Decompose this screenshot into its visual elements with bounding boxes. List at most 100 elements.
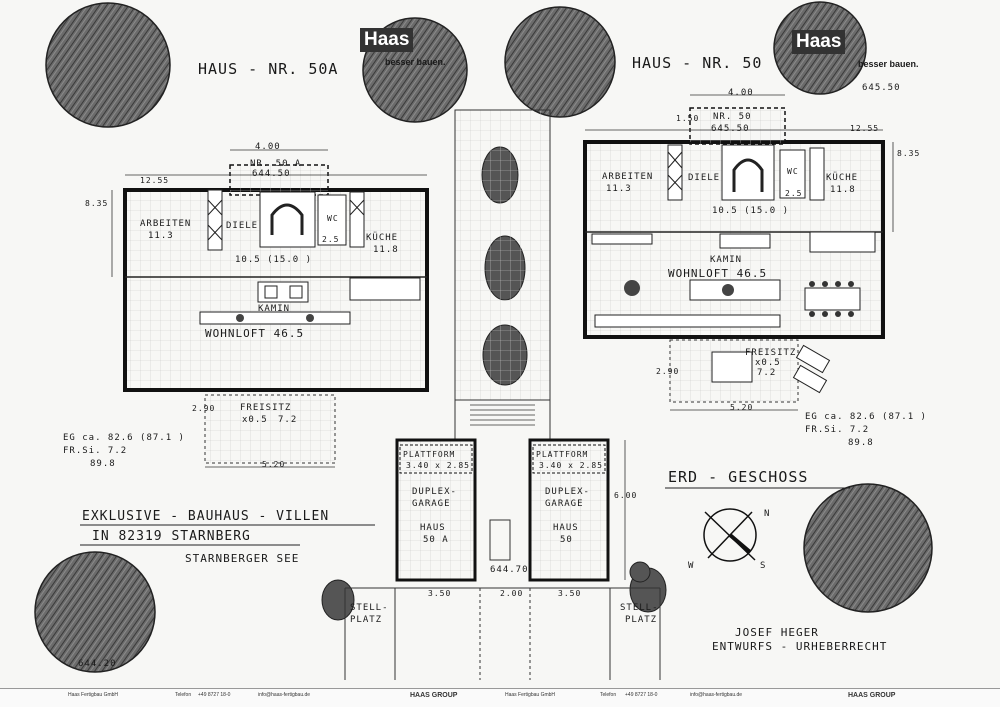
house-b-stair-area: 10.5 (15.0 ) [712,206,790,216]
house-a-stair-area: 10.5 (15.0 ) [235,255,313,265]
house-b-plan [583,107,885,403]
house-a-title: HAUS - NR. 50A [198,60,339,78]
compass-west: W [688,561,695,571]
house-a-width-main: 12.55 [140,176,170,185]
author-name: JOSEF HEGER [735,626,819,639]
footer-company-left: Haas Fertigbau GmbH [68,692,119,698]
house-a-freisitz-total: FR.Si. 7.2 [63,446,128,456]
house-a-width-top: 4.00 [255,142,281,152]
house-b-room-arbeiten-area: 11.3 [606,184,632,194]
garages [395,438,610,582]
house-b-room-kueche: KÜCHE [826,173,859,183]
house-a-entry-level: 644.50 [252,169,291,179]
stellplatz-b-line2: PLATZ [625,615,658,625]
stellplatz-a-line1: STELL- [350,603,389,613]
footer-company-right: Haas Fertigbau GmbH [505,692,556,698]
logo-tagline-right: besser bauen. [858,59,919,69]
title-underlines [80,487,850,546]
footer-phone-label-right: Telefon [600,692,617,698]
house-a-room-kueche: KÜCHE [366,233,399,243]
house-b-depth: 8.35 [897,149,921,158]
dim-350-left: 3.50 [428,589,452,598]
house-a-depth: 8.35 [85,199,109,208]
house-b-eg-area: EG ca. 82.6 (87.1 ) [805,412,927,422]
compass-south: S [760,561,767,571]
house-b-width-main: 12.55 [850,124,880,133]
haas-wordmark-right: Haas [792,30,846,54]
house-b-freisitz-depth: 2.90 [656,367,680,376]
house-a-room-kueche-area: 11.8 [373,245,399,255]
house-b-room-kueche-area: 11.8 [830,185,856,195]
house-b-total-area: 89.8 [848,438,874,448]
footer-group-left: HAAS GROUP [410,692,458,699]
footer-phone-label-left: Telefon [175,692,192,698]
level-bottom-left: 644.20 [78,659,117,669]
footer-email-right: info@haas-fertigbau.de [690,692,743,698]
garage-b-platform-dim: 3.40 x 2.85 [539,461,603,470]
level-center: 644.70 [490,565,529,575]
haas-wordmark: Haas [360,28,414,52]
garage-b-type-2: GARAGE [545,499,584,509]
house-b-freisitz-area: 7.2 [757,368,777,378]
stellplatz-a-line2: PLATZ [350,615,383,625]
garage-b-house-1: HAUS [553,523,579,533]
tree-bottom-right [803,483,933,613]
house-a-entry-label: NR. 50 A [250,159,302,169]
house-a-room-kamin: KAMIN [258,304,291,314]
house-a-room-wc-area: 2.5 [322,235,340,244]
garage-a-platform: PLATTFORM [403,450,456,459]
house-b-entry-label: NR. 50 [713,112,752,122]
house-a-freisitz-width: 5.20 [262,460,286,469]
tree-bottom-left [34,551,156,673]
project-title-line2: IN 82319 STARNBERG [92,529,251,544]
footer-group-right: HAAS GROUP [848,692,896,699]
footer-phone-right: +49 8727 18-0 [625,692,658,698]
compass-north: N [764,509,771,519]
garage-b-house-2: 50 [560,535,573,545]
house-a-total-area: 89.8 [90,459,116,469]
parking-lines [344,587,661,680]
garage-a-house-1: HAUS [420,523,446,533]
house-b-room-wohnloft: WOHNLOFT 46.5 [668,267,768,280]
house-a-room-arbeiten: ARBEITEN [140,219,192,229]
logo-tagline-left: besser bauen. [385,57,446,67]
central-path [454,109,551,580]
house-a-room-arbeiten-area: 11.3 [148,231,174,241]
author-copyright: ENTWURFS - URHEBERRECHT [712,640,888,653]
garage-b-type-1: DUPLEX- [545,487,590,497]
garage-a-platform-dim: 3.40 x 2.85 [406,461,470,470]
garage-b-platform: PLATTFORM [536,450,589,459]
garage-a-type-2: GARAGE [412,499,451,509]
garage-a-type-1: DUPLEX- [412,487,457,497]
footer-phone-left: +49 8727 18-0 [198,692,231,698]
tree-top-left [45,2,171,128]
haas-logo-right: Haas [792,30,846,54]
house-a-room-wohnloft: WOHNLOFT 46.5 [205,327,305,340]
dim-350-right: 3.50 [558,589,582,598]
house-a-room-diele: DIELE [226,221,259,231]
stellplatz-b-line1: STELL- [620,603,659,613]
house-b-entry-level: 645.50 [711,124,750,134]
elevation-top-right: 645.50 [862,83,901,93]
garage-height: 6.00 [614,491,638,500]
house-b-room-arbeiten: ARBEITEN [602,172,654,182]
tree-top-middle-right [504,6,616,118]
house-a-room-wc: WC [327,214,339,223]
dim-200: 2.00 [500,589,524,598]
compass-icon [703,508,757,562]
house-a-freisitz: FREISITZ [240,403,292,413]
project-title-line1: EXKLUSIVE - BAUHAUS - VILLEN [82,509,330,524]
dimension-lines [111,94,894,589]
house-b-freisitz-total: FR.Si. 7.2 [805,425,870,435]
footer-bar: Haas Fertigbau GmbH Telefon +49 8727 18-… [0,688,1000,707]
house-b-room-wc: WC [787,167,799,176]
house-b-entry-depth: 1.50 [676,114,700,123]
footer-email-left: info@haas-fertigbau.de [258,692,311,698]
house-b-room-kamin: KAMIN [710,255,743,265]
house-a-eg-area: EG ca. 82.6 (87.1 ) [63,433,185,443]
house-a-freisitz-dim: x0.5 [242,415,268,425]
house-b-freisitz: FREISITZ [745,348,797,358]
house-b-room-wc-area: 2.5 [785,189,803,198]
